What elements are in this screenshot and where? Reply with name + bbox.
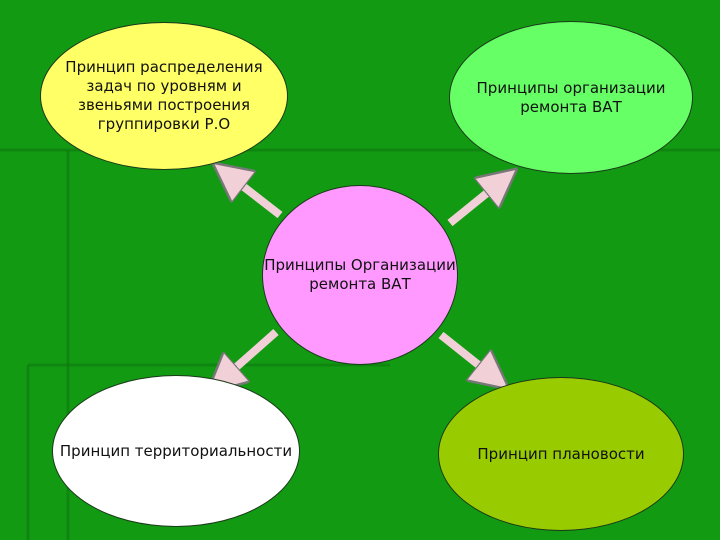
node-center-label: Принципы Организации ремонта ВАТ — [264, 256, 456, 293]
arrow-to-bottom-left — [216, 329, 279, 385]
node-bottom-left-label: Принцип территориальности — [59, 441, 293, 460]
arrow-to-bottom-right — [438, 331, 500, 382]
node-bottom-right: Принцип плановости — [438, 377, 684, 531]
node-center: Принципы Организации ремонта ВАТ — [262, 185, 458, 365]
node-bottom-left: Принцип территориальности — [52, 375, 300, 527]
node-top-right-label: Принципы организации ремонта ВАТ — [476, 78, 666, 116]
node-top-left: Принцип распределения задач по уровням и… — [40, 22, 288, 170]
arrow-to-top-left — [222, 170, 283, 219]
node-bottom-right-label: Принцип плановости — [477, 444, 645, 463]
node-top-right: Принципы организации ремонта ВАТ — [449, 21, 693, 174]
arrow-to-top-right — [447, 176, 508, 227]
node-top-left-label: Принцип распределения задач по уровням и… — [65, 58, 263, 133]
